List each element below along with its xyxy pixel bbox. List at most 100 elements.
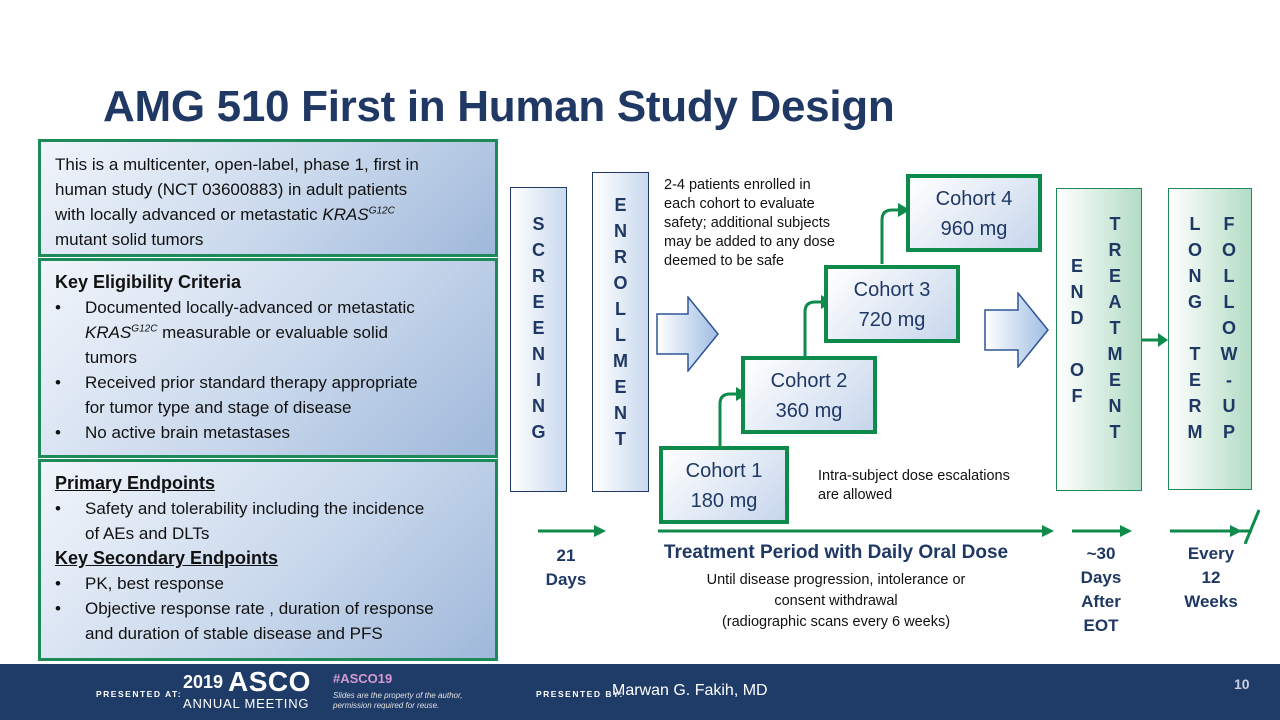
screening-duration: 21 Days xyxy=(536,544,596,592)
vertical-letter: R xyxy=(1188,396,1202,416)
cohort-4-box: Cohort 4 960 mg xyxy=(906,174,1042,252)
vertical-letter: O xyxy=(613,273,628,293)
vertical-letter: D xyxy=(1070,308,1084,328)
disclaimer-line: Slides are the property of the author, xyxy=(333,691,463,700)
vertical-letter: F xyxy=(1071,386,1083,406)
vertical-letter: E xyxy=(614,195,627,215)
cohort-dose: 960 mg xyxy=(940,218,1008,240)
vertical-letter: E xyxy=(614,377,627,397)
footer-bar: PRESENTED AT: 2019 ASCO ANNUAL MEETING #… xyxy=(0,664,1280,720)
intro-line: mutant solid tumors xyxy=(55,230,204,249)
bullet-text-part: measurable or evaluable solid xyxy=(157,323,389,342)
vertical-letter: M xyxy=(613,351,628,371)
long-term-follow-up-column xyxy=(1168,188,1252,490)
eot-timeline-arrow-icon xyxy=(1072,525,1132,537)
vertical-letter: P xyxy=(1222,422,1235,442)
cohort-2-box: Cohort 2 360 mg xyxy=(741,356,877,434)
vertical-letter: T xyxy=(1109,422,1121,442)
vertical-letter: R xyxy=(614,247,627,267)
bullet-text: of AEs and DLTs xyxy=(85,524,210,543)
endpoint-bullet: • Objective response rate , duration of … xyxy=(55,596,481,646)
presented-by-label: PRESENTED BY: xyxy=(536,689,624,699)
intro-line: human study (NCT 03600883) in adult pati… xyxy=(55,180,408,199)
screening-to-cohort-arrow-icon xyxy=(656,296,719,372)
study-overview-box: This is a multicenter, open-label, phase… xyxy=(38,139,498,257)
end-of-treatment-column xyxy=(1056,188,1142,491)
detail-line: (radiographic scans every 6 weeks) xyxy=(721,614,951,630)
vertical-letter: M xyxy=(1107,344,1123,364)
vertical-letter: E xyxy=(1108,370,1121,390)
followup-timeline-arrow-icon xyxy=(1170,509,1261,544)
slides-disclaimer: Slides are the property of the author, p… xyxy=(333,691,462,711)
escalation-arrow-3-icon xyxy=(880,203,910,264)
vertical-letter: G xyxy=(531,422,546,442)
bullet-dot: • xyxy=(55,599,61,618)
vertical-letter: L xyxy=(1223,292,1235,312)
vertical-letter: E xyxy=(532,292,545,312)
intro-line: This is a multicenter, open-label, phase… xyxy=(55,155,419,174)
vertical-letter: U xyxy=(1222,396,1236,416)
duration-line: After xyxy=(1081,592,1121,611)
eligibility-box: Key Eligibility Criteria • Documented lo… xyxy=(38,258,498,458)
vertical-letter: R xyxy=(1108,240,1122,260)
bullet-text: Documented locally-advanced or metastati… xyxy=(85,298,415,317)
gene-name: KRAS xyxy=(322,205,369,224)
eot-followup-duration: ~30 Days After EOT xyxy=(1062,542,1140,638)
note-line: Intra-subject dose escalations xyxy=(818,468,1010,484)
vertical-letter: A xyxy=(1108,292,1122,312)
vertical-letter: L xyxy=(615,299,626,319)
intro-text: with locally advanced or metastatic xyxy=(55,205,323,224)
cohort-3-box: Cohort 3 720 mg xyxy=(824,265,960,343)
screening-column xyxy=(510,187,567,492)
slide-title: AMG 510 First in Human Study Design xyxy=(103,82,895,131)
vertical-letter: M xyxy=(1187,422,1203,442)
vertical-letter: L xyxy=(1223,266,1235,286)
eligibility-bullet: • Documented locally-advanced or metasta… xyxy=(55,295,481,370)
treatment-timeline-arrow-icon xyxy=(658,525,1054,537)
asco-logo: ASCO xyxy=(228,666,311,697)
primary-endpoints-heading: Primary Endpoints xyxy=(55,473,216,493)
gene-variant: G12C xyxy=(368,205,395,217)
bullet-dot: • xyxy=(55,373,61,392)
bullet-text: KRASG12C measurable or evaluable solid xyxy=(85,320,481,345)
note-line: safety; additional subjects xyxy=(664,215,831,231)
escalation-note: Intra-subject dose escalations are allow… xyxy=(818,467,1010,505)
vertical-letter: O xyxy=(1187,240,1202,260)
detail-line: Until disease progression, intolerance o… xyxy=(706,572,966,588)
bullet-text: for tumor type and stage of disease xyxy=(85,398,352,417)
vertical-letter: N xyxy=(614,403,627,423)
bullet-text: and duration of stable disease and PFS xyxy=(85,624,383,643)
endpoints-box: Primary Endpoints • Safety and tolerabil… xyxy=(38,459,498,661)
vertical-letter: - xyxy=(1226,370,1232,390)
bullet-dot: • xyxy=(55,574,61,593)
bullet-text: Received prior standard therapy appropri… xyxy=(85,373,418,392)
vertical-letter: T xyxy=(1109,318,1121,338)
interval-line: 12 xyxy=(1201,568,1221,587)
vertical-letter: N xyxy=(614,221,627,241)
vertical-letter: T xyxy=(1109,214,1121,234)
treatment-period-title: Treatment Period with Daily Oral Dose xyxy=(663,542,1009,563)
vertical-letter: T xyxy=(615,429,626,449)
cohort-dose: 720 mg xyxy=(858,309,926,331)
enrollment-note: 2-4 patients enrolled in each cohort to … xyxy=(664,176,835,271)
note-line: each cohort to evaluate xyxy=(664,196,815,212)
vertical-letter: N xyxy=(1070,282,1084,302)
detail-line: consent withdrawal xyxy=(774,593,898,609)
interval-line: Every xyxy=(1187,544,1235,563)
vertical-letter: E xyxy=(1070,256,1083,276)
bullet-text: Safety and tolerability including the in… xyxy=(85,499,425,518)
eot-to-followup-arrow-icon xyxy=(1142,333,1168,347)
vertical-letter: G xyxy=(1187,292,1202,312)
vertical-letter: I xyxy=(535,370,541,390)
presented-at-label: PRESENTED AT: xyxy=(96,689,183,699)
vertical-letter: C xyxy=(532,240,545,260)
eligibility-bullet: • No active brain metastases xyxy=(55,420,481,445)
asco-annual-meeting: ANNUAL MEETING xyxy=(183,696,310,711)
eligibility-bullet: • Received prior standard therapy approp… xyxy=(55,370,481,420)
vertical-letter: E xyxy=(1188,370,1201,390)
bullet-dot: • xyxy=(55,499,61,518)
